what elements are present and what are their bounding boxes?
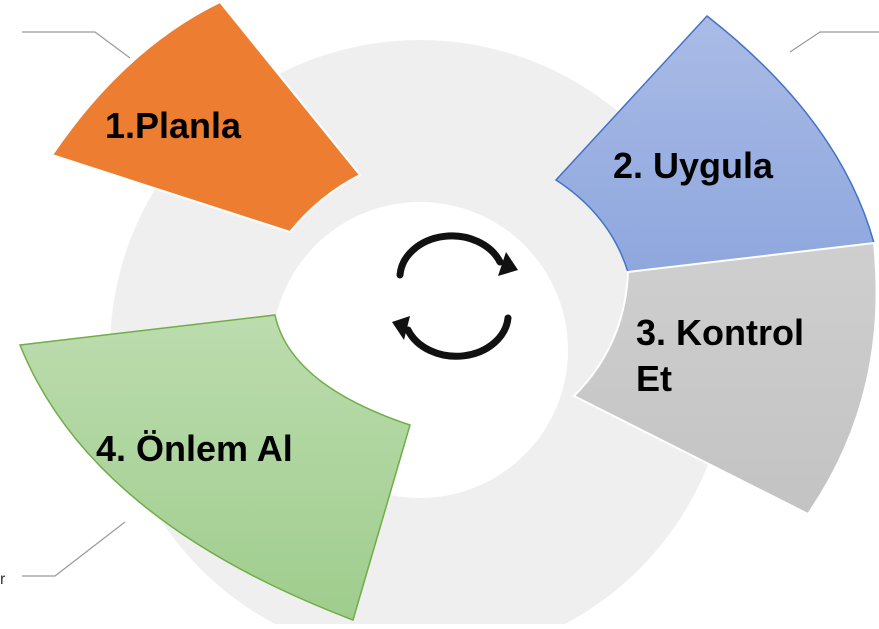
label-uygula: 2. Uygula	[613, 145, 774, 186]
stray-character: r	[0, 571, 6, 588]
label-kontrol-et-line-2: Et	[636, 358, 672, 399]
segment-planla[interactable]	[50, 0, 362, 234]
segment-uygula[interactable]	[554, 14, 875, 273]
connector-lines	[22, 31, 879, 577]
connector-onlem-al	[22, 521, 126, 577]
refresh-arc-bottom	[404, 314, 512, 360]
refresh-cycle-icon	[392, 232, 518, 360]
segment-onlem-al[interactable]	[18, 314, 411, 621]
connector-planla	[22, 31, 131, 59]
refresh-arc-top	[396, 232, 504, 279]
label-kontrol-et-line-1: 3. Kontrol	[636, 312, 804, 353]
segment-kontrol-et[interactable]	[572, 241, 878, 516]
label-planla: 1.Planla	[105, 105, 242, 146]
label-onlem-al: 4. Önlem Al	[96, 428, 293, 469]
connector-uygula	[789, 31, 879, 53]
refresh-arrowhead-bottom	[392, 316, 410, 340]
refresh-arrowhead-top	[498, 252, 518, 276]
